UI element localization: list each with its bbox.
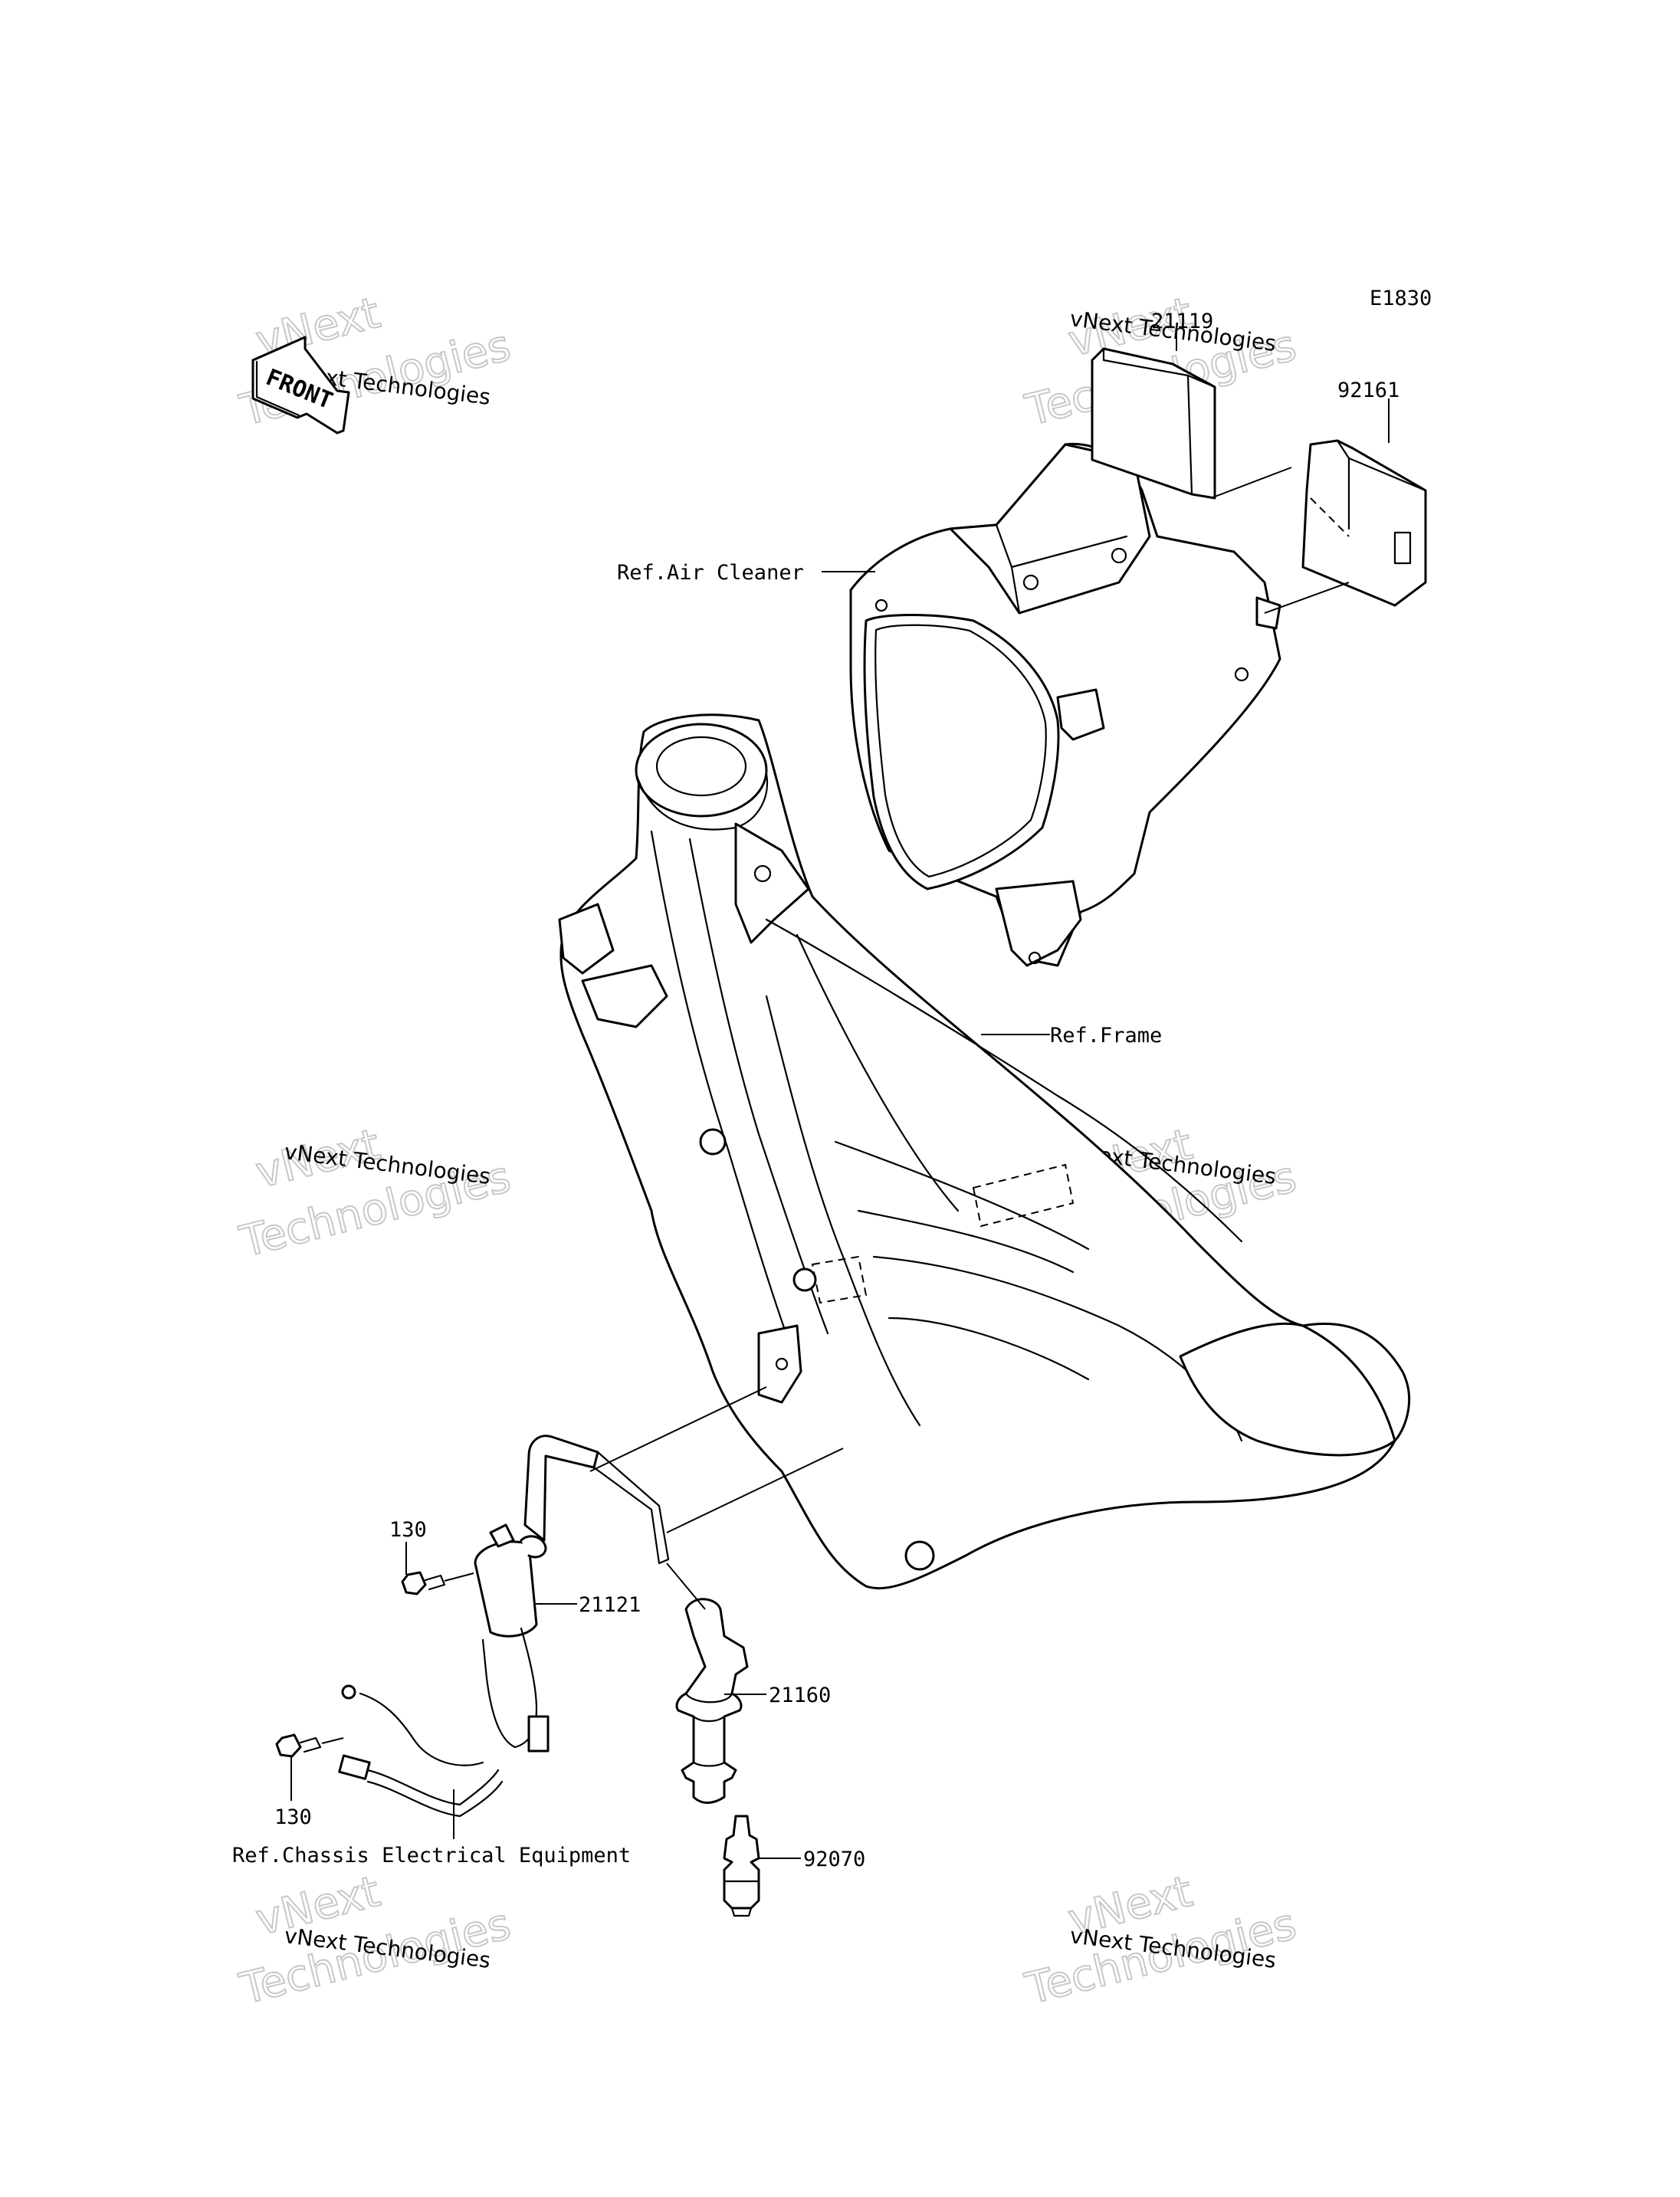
part-21119-drawing [1091, 347, 1216, 500]
front-arrow-icon: FRONT [251, 336, 350, 434]
air-cleaner-drawing [849, 442, 1281, 967]
bolt-130-top-drawing [401, 1571, 474, 1595]
label-92070: 92070 [803, 1848, 865, 1871]
watermark-mid-left: vNext Technologies vNext Technologies [235, 1119, 517, 1268]
bolt-130-bottom-drawing [275, 1733, 344, 1758]
label-ref-frame: Ref.Frame [1050, 1024, 1162, 1048]
part-21160-drawing [675, 1598, 749, 1804]
label-21160: 21160 [769, 1684, 831, 1707]
label-21119: 21119 [1151, 310, 1213, 333]
label-92161: 92161 [1337, 379, 1399, 402]
label-130-bottom: 130 [274, 1805, 312, 1829]
part-92161-drawing [1301, 439, 1427, 607]
label-ref-air-cleaner: Ref.Air Cleaner [617, 561, 804, 585]
label-21121: 21121 [579, 1593, 641, 1617]
label-ref-chassis: Ref.Chassis Electrical Equipment [232, 1844, 631, 1867]
label-130-top: 130 [389, 1518, 427, 1542]
part-92070-drawing [723, 1815, 760, 1917]
watermark-bottom-left: vNext Technologies vNext Technologies [235, 1866, 517, 2015]
chassis-harness-drawing [338, 1754, 504, 1818]
watermark-bottom-right: vNext Technologies vNext Technologies [1020, 1866, 1302, 2015]
diagram-code: E1830 [1370, 287, 1432, 310]
part-21121-drawing [341, 1435, 670, 1766]
frame-drawing [558, 713, 1410, 1590]
